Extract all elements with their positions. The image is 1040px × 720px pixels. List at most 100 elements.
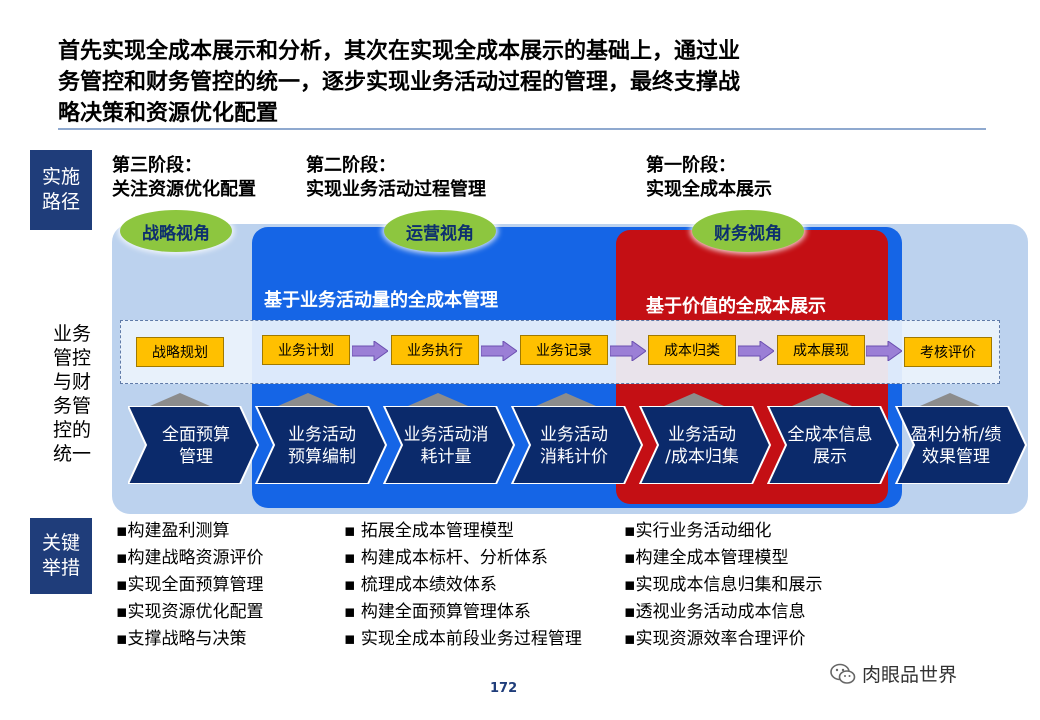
up-triangle-icon	[150, 393, 210, 406]
chevron-label-cost-display: 全成本信息 展示	[774, 424, 886, 468]
chevron-label-consumption-measure: 业务活动消 耗计量	[390, 424, 502, 468]
stage-two-subtitle: 实现业务活动过程管理	[306, 179, 486, 200]
chevron-label-line: 管理	[179, 447, 213, 467]
measure-item: ▪ 梳理成本绩效体系	[344, 575, 497, 595]
chevron-label-line: 全面预算	[162, 425, 230, 445]
measures-column-stage-three: ▪构建盈利测算 ▪构建战略资源评价 ▪实现全面预算管理 ▪实现资源优化配置 ▪支…	[116, 518, 264, 653]
stage-two-title: 第二阶段：	[306, 155, 396, 176]
measure-item: ▪实现全面预算管理	[116, 575, 264, 595]
chevron-label-consumption-pricing: 业务活动 消耗计价	[522, 424, 626, 468]
chevron-label-line: 耗计量	[420, 447, 472, 467]
watermark-text: 肉眼品世界	[862, 664, 958, 686]
left-label-line: 务管	[52, 395, 91, 417]
process-arrow-icon	[738, 341, 774, 361]
process-step-business-record: 业务记录	[520, 335, 608, 365]
chevron-shape	[510, 406, 644, 484]
up-triangle-icon	[920, 393, 980, 406]
process-arrow-icon	[352, 341, 388, 361]
title-line-1: 首先实现全成本展示和分析，其次在实现全成本展示的基础上，通过业	[58, 39, 741, 64]
stage-three-title: 第三阶段：	[112, 155, 202, 176]
stage-one: 第一阶段： 实现全成本展示	[646, 154, 772, 202]
path-label: 实施 路径	[41, 166, 80, 213]
chevron-label-cost-collection: 业务活动 /成本归集	[650, 424, 754, 468]
measure-item: ▪ 构建成本标杆、分析体系	[344, 548, 548, 568]
chevron-label-line: 盈利分析/绩	[910, 425, 1002, 445]
left-label-line: 业务	[52, 323, 91, 345]
operation-perspective-oval: 运营视角	[384, 210, 496, 252]
measure-item: ▪ 实现全成本前段业务过程管理	[344, 629, 582, 649]
measure-item: ▪构建盈利测算	[116, 521, 230, 541]
measures-column-stage-one: ▪实行业务活动细化 ▪构建全成本管理模型 ▪实现成本信息归集和展示 ▪透视业务活…	[624, 518, 823, 653]
chevron-label-activity-budget: 业务活动 预算编制	[270, 424, 374, 468]
measure-item: ▪构建全成本管理模型	[624, 548, 789, 568]
chevron-label-profit-analysis: 盈利分析/绩 效果管理	[900, 424, 1012, 468]
chevron-label-line: 业务活动消	[403, 425, 489, 445]
process-step-business-execution: 业务执行	[391, 335, 479, 365]
left-label-line: 管控	[52, 347, 91, 369]
process-arrow-icon	[610, 341, 646, 361]
stage-one-title: 第一阶段：	[646, 155, 736, 176]
up-triangle-icon	[408, 393, 468, 406]
business-finance-unity-label: 业务 管控 与财 务管 控的 统一	[42, 322, 102, 466]
left-label-line: 与财	[52, 371, 91, 393]
chevron-shape	[254, 406, 388, 484]
process-arrow-icon	[866, 341, 902, 361]
strategy-perspective-label: 战略视角	[142, 223, 210, 244]
process-arrow-icon	[481, 341, 517, 361]
process-step-business-plan: 业务计划	[262, 335, 350, 365]
chevron-row	[128, 406, 1028, 484]
up-triangle-icon	[536, 393, 596, 406]
left-label-line: 统一	[52, 443, 91, 465]
finance-perspective-label: 财务视角	[714, 223, 782, 244]
path-label-box: 实施 路径	[30, 150, 92, 230]
watermark: 肉眼品世界	[830, 660, 957, 687]
process-step-cost-presentation: 成本展现	[777, 335, 865, 365]
measure-item: ▪支撑战略与决策	[116, 629, 247, 649]
chevron-shape	[638, 406, 772, 484]
chevron-shape	[128, 406, 260, 484]
chevron-label-budget: 全面预算 管理	[148, 424, 244, 468]
left-label-line: 控的	[52, 419, 91, 441]
stage-one-subtitle: 实现全成本展示	[646, 179, 772, 200]
operation-perspective-label: 运营视角	[406, 223, 474, 244]
measure-item: ▪ 构建全面预算管理体系	[344, 602, 531, 622]
up-triangle-icon	[792, 393, 852, 406]
title-divider	[58, 128, 986, 130]
up-triangle-icon	[278, 393, 338, 406]
chevron-label-line: 效果管理	[922, 447, 990, 467]
chevron-shape	[766, 406, 900, 484]
chevron-label-line: 消耗计价	[540, 447, 608, 467]
chevron-shape	[382, 406, 516, 484]
process-step-cost-classification: 成本归类	[648, 335, 736, 365]
chevron-label-line: 预算编制	[288, 447, 356, 467]
stage-three: 第三阶段： 关注资源优化配置	[112, 154, 256, 202]
title-line-3: 略决策和资源优化配置	[58, 101, 279, 126]
chevron-label-line: 全成本信息	[787, 425, 873, 445]
red-band-title: 基于价值的全成本展示	[646, 296, 826, 317]
page-title: 首先实现全成本展示和分析，其次在实现全成本展示的基础上，通过业 务管控和财务管控…	[58, 36, 838, 129]
measure-item: ▪实现资源效率合理评价	[624, 629, 806, 649]
measure-item: ▪ 拓展全成本管理模型	[344, 521, 514, 541]
chevron-label-line: 业务活动	[668, 425, 736, 445]
measure-item: ▪实现成本信息归集和展示	[624, 575, 823, 595]
measures-label-box: 关键 举措	[30, 518, 92, 594]
chevron-label-line: 业务活动	[288, 425, 356, 445]
process-step-assessment: 考核评价	[904, 337, 992, 367]
chevron-label-line: 业务活动	[540, 425, 608, 445]
measures-label: 关键 举措	[41, 532, 80, 579]
measure-item: ▪构建战略资源评价	[116, 548, 264, 568]
title-line-2: 务管控和财务管控的统一，逐步实现业务活动过程的管理，最终支撑战	[58, 70, 741, 95]
chevron-label-line: /成本归集	[665, 447, 739, 467]
measures-column-stage-two: ▪ 拓展全成本管理模型 ▪ 构建成本标杆、分析体系 ▪ 梳理成本绩效体系 ▪ 构…	[344, 518, 582, 653]
chevron-shape	[894, 406, 1028, 484]
process-step-strategy-planning: 战略规划	[136, 337, 224, 367]
wechat-icon	[830, 663, 856, 684]
strategy-perspective-oval: 战略视角	[120, 210, 232, 252]
chevron-label-line: 展示	[813, 447, 847, 467]
stage-three-subtitle: 关注资源优化配置	[112, 179, 256, 200]
measure-item: ▪实行业务活动细化	[624, 521, 772, 541]
measure-item: ▪透视业务活动成本信息	[624, 602, 806, 622]
finance-perspective-oval: 财务视角	[692, 210, 804, 252]
page-number: 172	[490, 681, 518, 696]
blue-band-title: 基于业务活动量的全成本管理	[264, 290, 498, 311]
